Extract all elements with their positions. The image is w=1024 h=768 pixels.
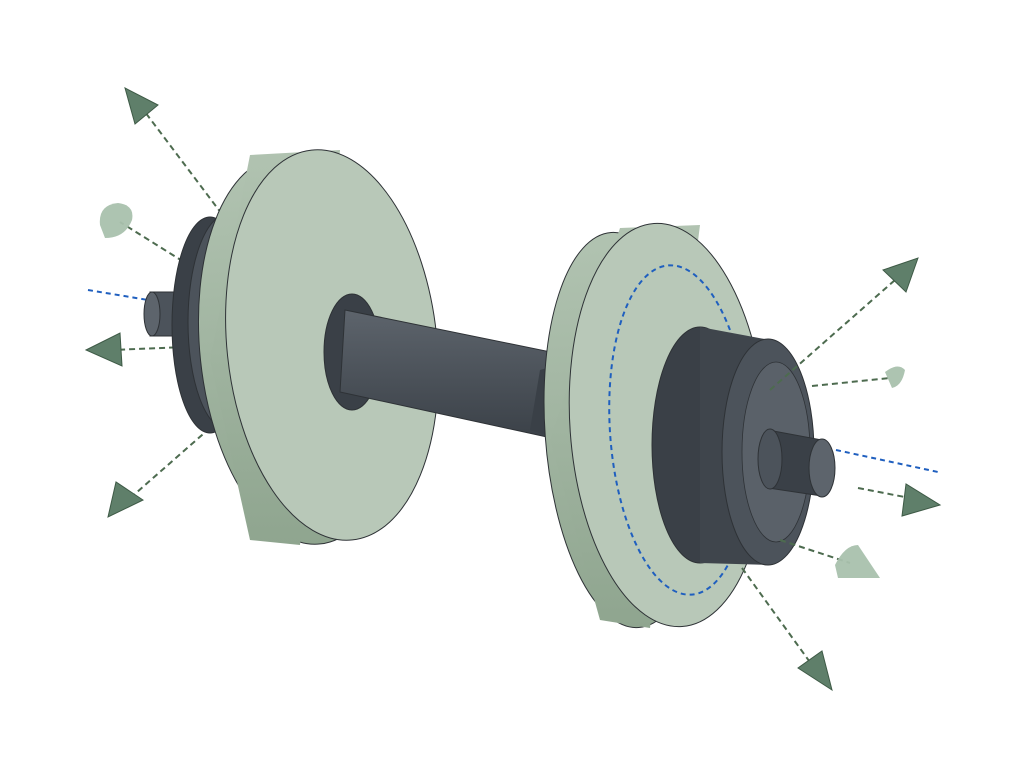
arrow-line	[857, 487, 911, 499]
force-blob-icon	[99, 203, 133, 238]
arrow-line	[769, 279, 896, 391]
force-blob-icon	[885, 366, 905, 388]
rotation-axis-left	[87, 289, 161, 303]
arrow-line	[741, 567, 813, 666]
arrow-head-icon	[901, 483, 942, 517]
arrow-line	[811, 377, 891, 387]
arrow-head-icon	[797, 650, 833, 692]
arrow-head-icon	[107, 481, 145, 518]
arrow-head-icon	[124, 87, 159, 125]
right-hub	[651, 326, 815, 566]
force-blob-icon	[835, 545, 880, 578]
arrow-head-icon	[882, 257, 919, 293]
right-axle-stub	[757, 428, 836, 498]
arrow-head-icon	[84, 332, 123, 367]
arrow-line	[127, 427, 211, 501]
rotation-axis-right	[835, 449, 939, 473]
